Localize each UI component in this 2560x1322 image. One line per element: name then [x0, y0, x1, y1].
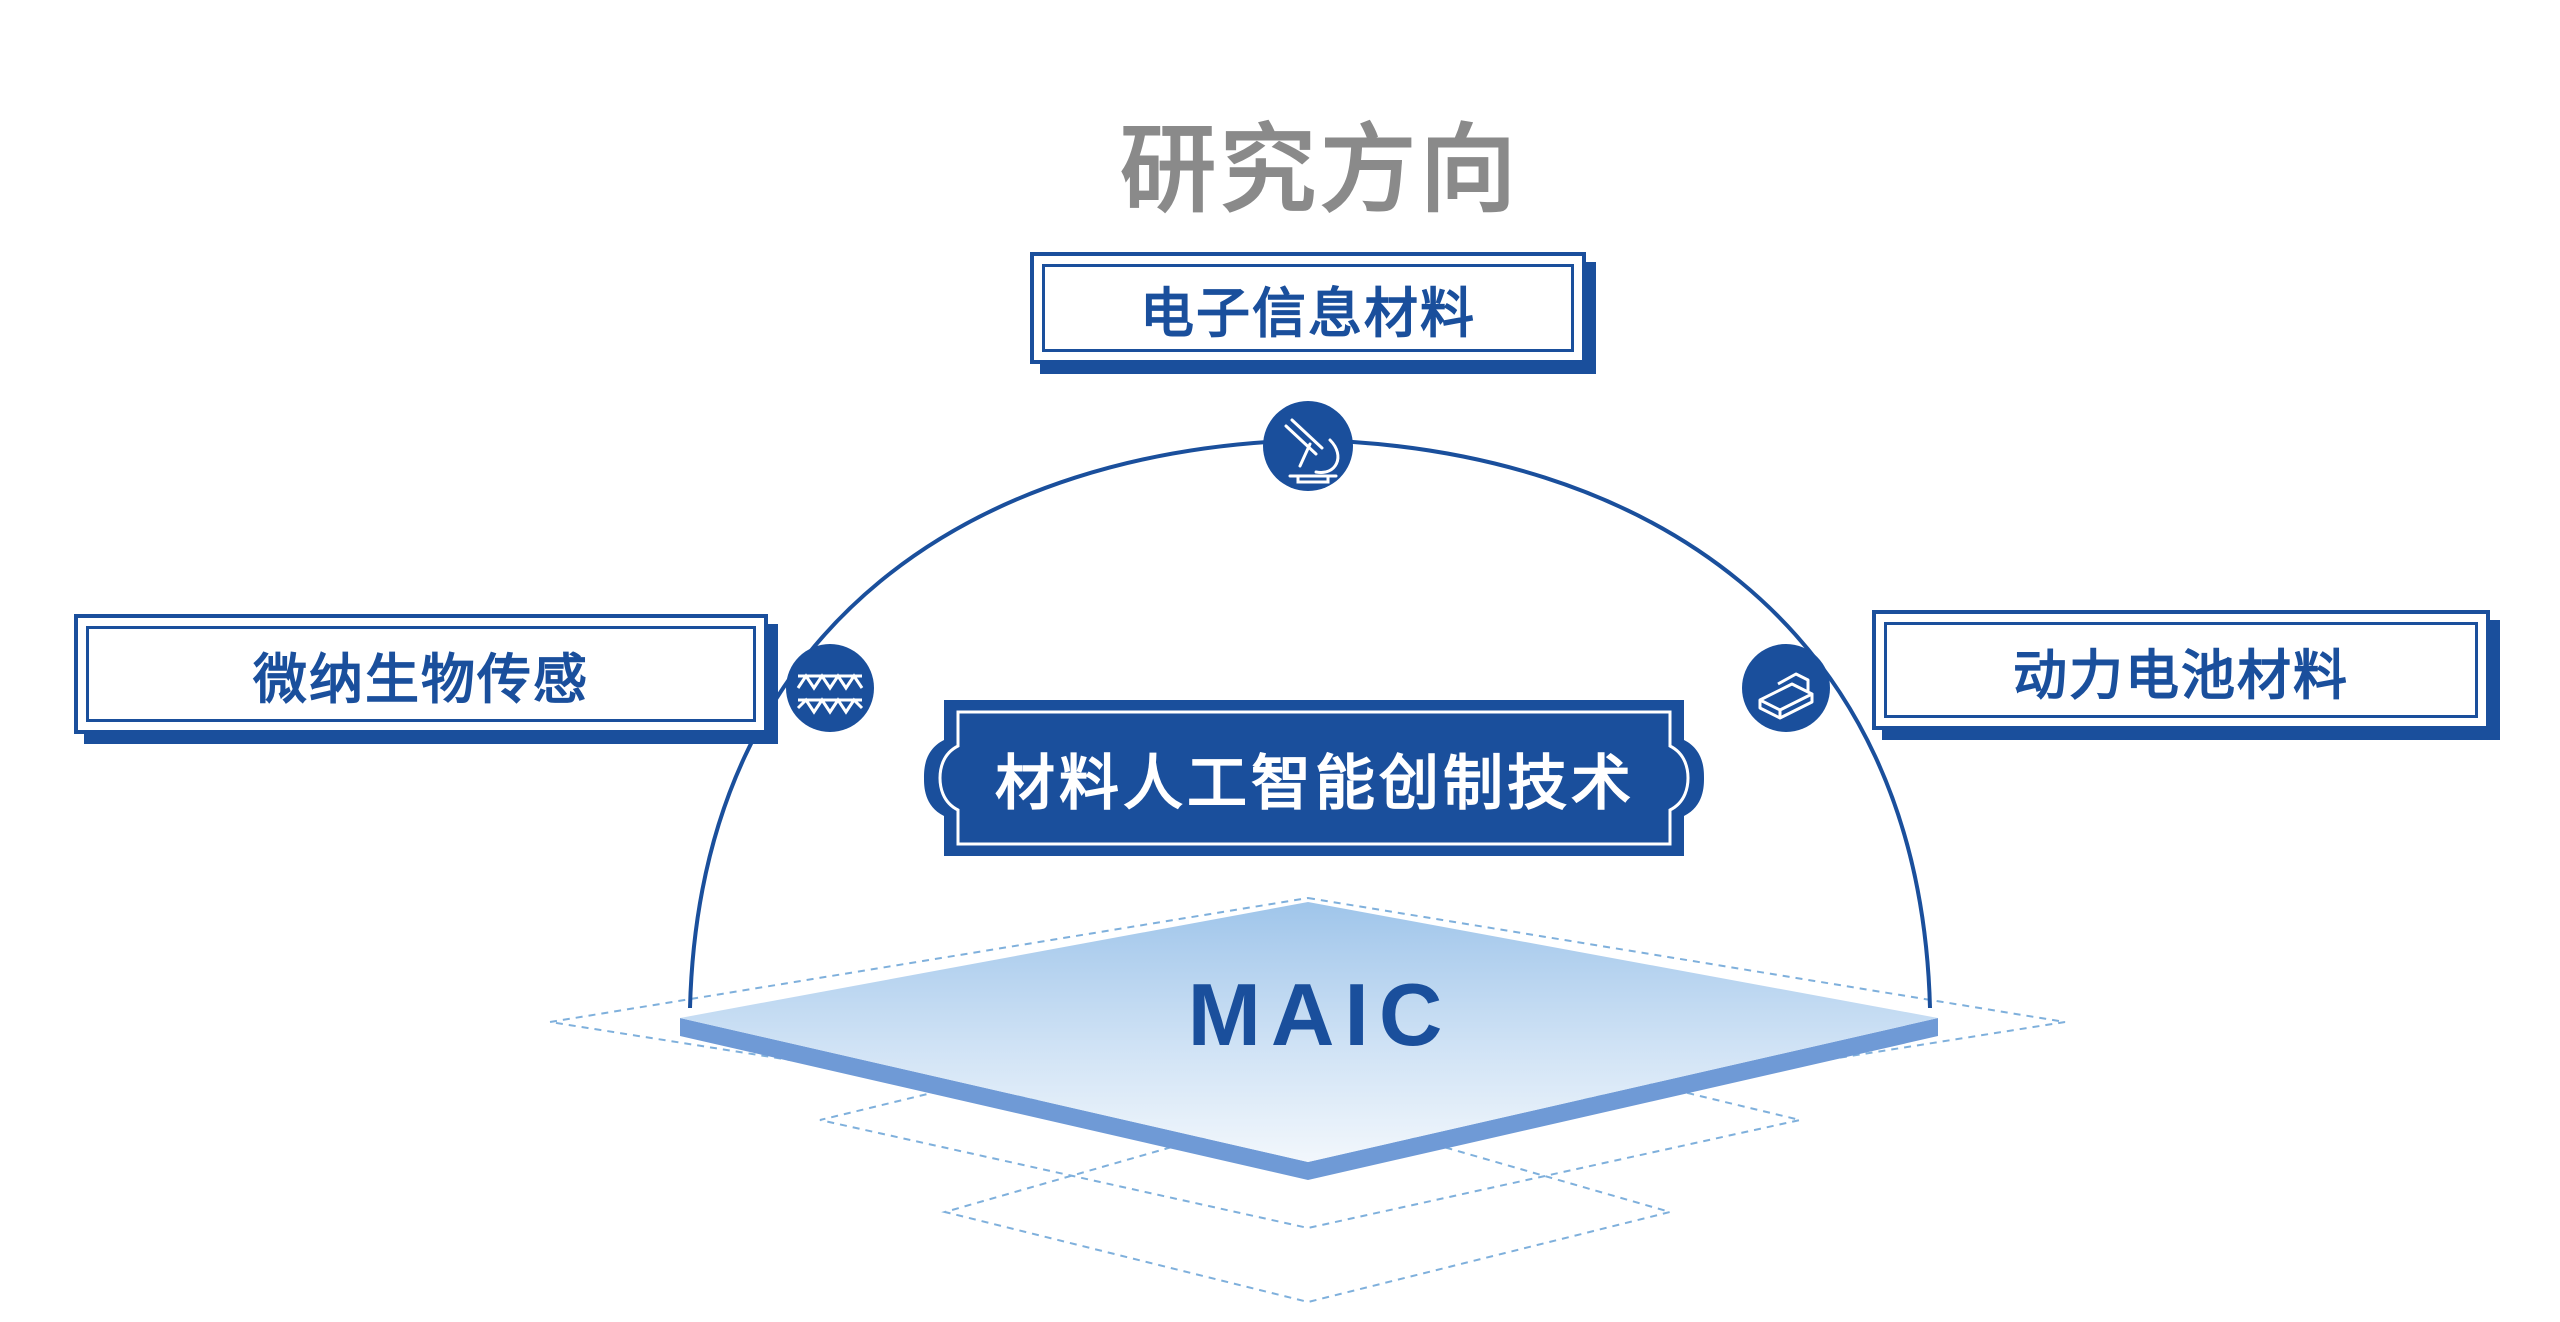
- maic-label: MAIC: [1187, 965, 1453, 1064]
- direction-label-right: 动力电池材料: [2013, 643, 2349, 707]
- direction-box-top: 电子信息材料: [1030, 252, 1586, 364]
- page-title: 研究方向: [1120, 114, 1520, 226]
- center-badge: [924, 700, 1704, 856]
- microstructure-icon: [786, 644, 874, 732]
- direction-box-left: 微纳生物传感: [74, 614, 768, 734]
- direction-box-right: 动力电池材料: [1872, 610, 2490, 730]
- direction-label-top: 电子信息材料: [1140, 281, 1476, 345]
- microscope-icon: [1263, 401, 1353, 491]
- maic-platform: [680, 902, 1938, 1180]
- platform-dashed-layers: [549, 896, 2066, 1304]
- battery-device-icon: [1742, 644, 1830, 732]
- direction-label-left: 微纳生物传感: [253, 647, 589, 711]
- center-label: 材料人工智能创制技术: [995, 748, 1635, 819]
